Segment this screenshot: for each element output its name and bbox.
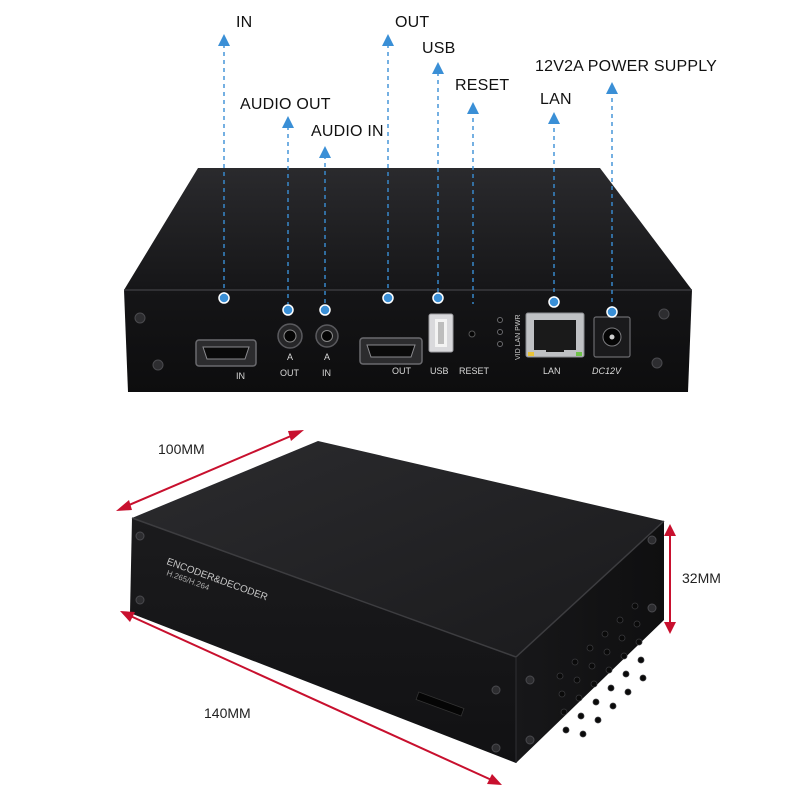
panel-label-a-in: A [324, 352, 330, 362]
usb-port [428, 313, 454, 353]
dimension-height-label: 32MM [682, 570, 721, 586]
panel-label-reset: RESET [459, 366, 490, 376]
dimension-arrows [116, 430, 676, 785]
callout-power-supply: 12V2A POWER SUPPLY [535, 58, 718, 75]
device-rear-view: VID LAN PWR IN A OUT A IN OUT USB RESET … [124, 168, 692, 392]
panel-label-out-audio: OUT [280, 368, 300, 378]
dc-power-jack [593, 316, 631, 358]
panel-label-a-out: A [287, 352, 293, 362]
device-top-surface [132, 441, 664, 657]
audio-in-jack [315, 324, 339, 348]
callout-lines [223, 44, 613, 310]
callout-in: IN [236, 14, 253, 31]
callout-arrowheads [218, 34, 618, 158]
dimension-length-label: 140MM [204, 705, 251, 721]
panel-label-lan: LAN [543, 366, 561, 376]
device-side-face [516, 521, 664, 763]
callout-audio-in: AUDIO IN [311, 123, 384, 140]
callout-lan: LAN [540, 91, 572, 108]
panel-label-dc: DC12V [592, 366, 622, 376]
screw-icon [134, 308, 670, 371]
screw-icon [135, 531, 657, 753]
reset-button [468, 330, 476, 338]
callout-usb: USB [422, 40, 456, 57]
panel-label-in-audio: IN [322, 368, 331, 378]
panel-label-usb: USB [430, 366, 449, 376]
callout-out: OUT [395, 14, 430, 31]
hdmi-in-port [195, 339, 257, 367]
panel-label-out: OUT [392, 366, 412, 376]
callout-dots [218, 292, 618, 318]
device-front-view: ENCODER&DECODER H.265/H.264 [130, 441, 665, 763]
status-leds [497, 317, 503, 347]
audio-out-jack [277, 323, 303, 349]
panel-label-in: IN [236, 371, 245, 381]
device-top-face [124, 168, 692, 290]
led-label: VID LAN PWR [515, 314, 522, 360]
front-slot [415, 691, 465, 717]
dimension-width-label: 100MM [158, 441, 205, 457]
lan-port [525, 312, 585, 358]
callout-reset: RESET [455, 77, 510, 94]
vent-holes [556, 602, 647, 738]
callout-audio-out: AUDIO OUT [240, 96, 331, 113]
device-front-face [130, 518, 516, 763]
hdmi-out-port [359, 337, 423, 365]
